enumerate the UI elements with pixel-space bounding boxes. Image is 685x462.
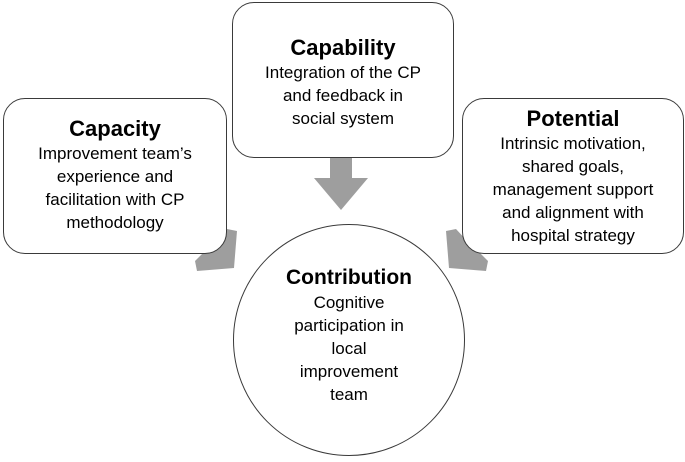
contribution-line: local — [331, 339, 367, 358]
contribution-title: Contribution — [286, 266, 412, 289]
capability-title: Capability — [290, 35, 396, 60]
contribution-line: improvement — [299, 362, 399, 381]
potential-line: hospital strategy — [511, 226, 635, 245]
capacity-line: Improvement team’s — [38, 144, 192, 163]
contribution-line: Cognitive — [313, 293, 385, 312]
potential-line: management support — [492, 180, 654, 199]
potential-title: Potential — [526, 106, 620, 131]
potential-line: and alignment with — [502, 203, 644, 222]
capability-arrow — [314, 158, 368, 210]
capability-line: Integration of the CP — [265, 63, 421, 82]
potential-line: Intrinsic motivation, — [500, 134, 646, 153]
capacity-line: methodology — [66, 213, 164, 232]
capacity-line: experience and — [56, 167, 174, 186]
capability-line: and feedback in — [282, 86, 404, 105]
contribution-line: participation in — [294, 316, 404, 335]
capability-line: social system — [291, 109, 395, 128]
capacity-title: Capacity — [69, 116, 161, 141]
potential-line: shared goals, — [521, 157, 625, 176]
capacity-box: Capacity Improvement team’s experience a… — [3, 98, 227, 254]
contribution-circle: Contribution Cognitive participation in … — [233, 224, 465, 456]
contribution-line: team — [330, 385, 368, 404]
capability-box: Capability Integration of the CP and fee… — [232, 2, 454, 158]
capacity-line: facilitation with CP — [45, 190, 185, 209]
potential-box: Potential Intrinsic motivation, shared g… — [462, 98, 684, 254]
